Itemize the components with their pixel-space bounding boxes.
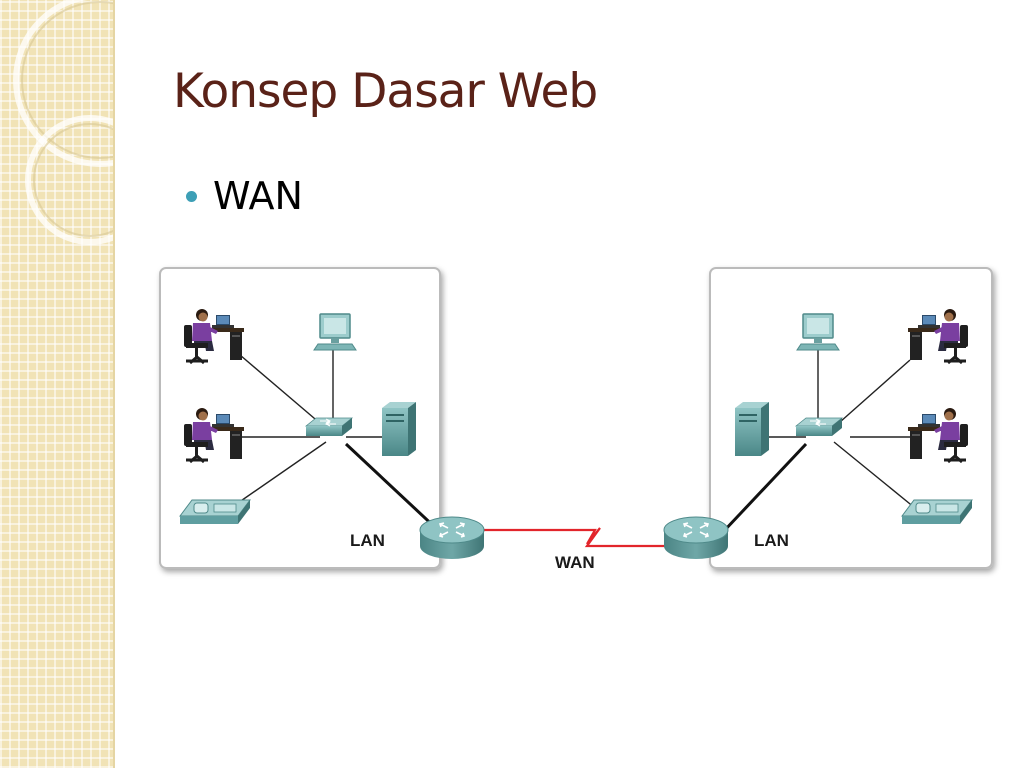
server-icon [735,402,769,456]
slide-title: Konsep Dasar Web [173,64,598,119]
wan-label: WAN [555,553,595,572]
right-lan-label: LAN [754,531,789,550]
bullet-text: WAN [213,174,303,218]
right-router-icon [663,516,729,560]
sidebar-circles-decoration [13,0,113,245]
left-switch-router-link [344,442,442,534]
wan-serial-link [480,527,666,548]
wan-network-diagram: LAN LAN WAN [159,267,993,572]
switch-icon [305,417,353,437]
phone-icon [179,499,251,525]
desktop-computer-icon [796,313,840,351]
left-lan-links [234,345,382,506]
decorative-sidebar [0,0,115,768]
bullet-item: WAN [186,172,303,220]
server-icon [382,402,416,456]
desktop-computer-icon [313,313,357,351]
left-lan-label: LAN [350,531,385,550]
phone-icon [901,499,973,525]
left-router-icon [419,516,485,560]
switch-icon [795,417,843,437]
bullet-dot-icon [186,190,197,202]
right-switch-router-link [721,442,808,534]
right-lan-links [768,345,916,509]
